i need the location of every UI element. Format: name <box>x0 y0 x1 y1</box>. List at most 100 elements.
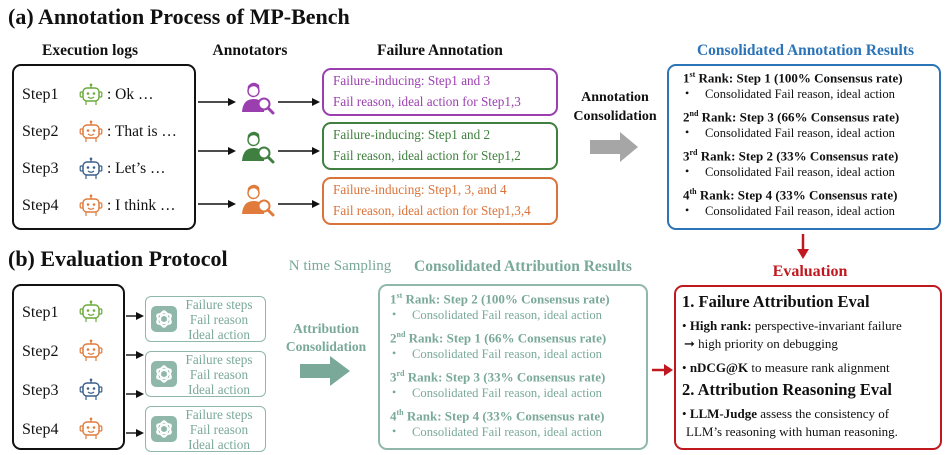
arrow-to-annotator <box>198 196 236 214</box>
step-label: Step3 <box>22 382 59 399</box>
step-label: Step1 <box>22 86 59 103</box>
failure-inducing-text: Failure-inducing: Step1, 3, and 4 <box>333 182 507 197</box>
consolidated-annotation-box <box>667 64 941 230</box>
arrow-icon: ➞ <box>684 336 695 351</box>
robot-icon <box>79 378 103 407</box>
rank-detail: Consolidated Fail reason, ideal action <box>705 165 895 179</box>
sample-box <box>145 351 266 397</box>
rank-text: Rank: Step 2 (33% Consensus rate) <box>697 148 899 164</box>
bullet-dot: • <box>685 203 690 217</box>
rank-detail: Consolidated Fail reason, ideal action <box>705 204 895 218</box>
failure-annotation-box <box>322 68 558 116</box>
failure-annotation-header: Failure Annotation <box>377 42 503 59</box>
annotator-icon <box>240 182 275 221</box>
annotation-consolidation-line2: Consolidation <box>573 109 657 124</box>
sample-line: Failure steps <box>185 407 253 422</box>
bullet-dot: • <box>392 424 397 438</box>
consolidated-attribution-header: Consolidated Attribution Results <box>414 258 632 275</box>
sample-line: Fail reason <box>189 312 249 327</box>
robot-icon <box>79 120 103 149</box>
rank-heading: 1st Rank: Step 2 (100% Consensus rate) <box>390 291 610 307</box>
rank-ordinal-suffix: nd <box>689 109 699 118</box>
step-message: : Ok … <box>107 86 154 103</box>
high-rank-continuation: ➞ high priority on debugging <box>684 336 838 352</box>
rank-heading: 4th Rank: Step 4 (33% Consensus rate) <box>390 408 604 424</box>
step-label: Step4 <box>22 197 59 214</box>
step-label: Step3 <box>22 160 59 177</box>
high-rank-term: High rank: <box>689 318 752 333</box>
sample-box <box>145 406 266 452</box>
evaluation-box <box>674 285 942 450</box>
llm-judge-term: LLM-Judge <box>689 406 757 421</box>
section-b-title: (b) Evaluation Protocol <box>8 246 228 271</box>
sample-line: Ideal action <box>188 382 250 397</box>
bullet-dot: • <box>392 385 397 399</box>
rank-ordinal: 3 <box>683 148 690 164</box>
chatgpt-icon <box>151 416 177 442</box>
red-right-arrow <box>652 364 673 376</box>
arrow-to-sampling <box>126 425 144 443</box>
arrow-to-annotation <box>278 143 320 161</box>
step-label: Step4 <box>22 421 59 438</box>
red-down-arrow <box>797 234 809 259</box>
chatgpt-icon <box>151 361 177 387</box>
step-message: : I think … <box>107 197 176 214</box>
robot-icon <box>79 157 103 186</box>
rank-ordinal: 4 <box>683 187 690 203</box>
annotator-icon <box>240 129 275 168</box>
high-rank-cont-text: high priority on debugging <box>698 336 838 351</box>
failure-attribution-eval-heading: 1. Failure Attribution Eval <box>682 292 870 311</box>
rank-ordinal-suffix: rd <box>689 148 698 157</box>
bullet-dot: • <box>685 164 690 178</box>
rank-ordinal: 3 <box>390 369 397 385</box>
llm-judge-bullet: • LLM-Judge assess the consistency of <box>682 406 890 421</box>
rank-heading: 3rd Rank: Step 3 (33% Consensus rate) <box>390 369 605 385</box>
sample-line: Ideal action <box>188 437 250 452</box>
rank-heading: 4th Rank: Step 4 (33% Consensus rate) <box>683 187 897 203</box>
ndcg-bullet: • nDCG@K to measure rank alignment <box>682 360 890 375</box>
attribution-consolidation-line2: Consolidation <box>285 339 367 354</box>
teal-arrow <box>300 356 350 386</box>
sample-line: Fail reason <box>189 367 249 382</box>
ndcg-text: to measure rank alignment <box>748 360 890 375</box>
rank-ordinal: 4 <box>390 408 397 424</box>
rank-detail: Consolidated Fail reason, ideal action <box>705 87 895 101</box>
sample-line: Fail reason <box>189 422 249 437</box>
rank-ordinal-suffix: st <box>396 291 403 300</box>
rank-text: Rank: Step 4 (33% Consensus rate) <box>696 187 898 203</box>
rank-text: Rank: Step 4 (33% Consensus rate) <box>403 408 605 424</box>
high-rank-text: perspective-invariant failure <box>751 318 902 333</box>
step-label: Step2 <box>22 123 59 140</box>
gray-arrow <box>590 132 638 162</box>
rank-ordinal: 2 <box>390 330 397 346</box>
sample-line: Failure steps <box>185 297 253 312</box>
section-a-title: (a) Annotation Process of MP-Bench <box>8 4 350 29</box>
attribution-reasoning-eval-heading: 2. Attribution Reasoning Eval <box>682 380 892 399</box>
bullet-dot: • <box>392 307 397 321</box>
failure-annotation-box <box>322 122 558 170</box>
rank-ordinal-suffix: th <box>396 408 404 417</box>
rank-detail: Consolidated Fail reason, ideal action <box>412 386 602 400</box>
llm-judge-continuation: LLM’s reasoning with human reasoning. <box>686 424 898 439</box>
step-message: : That is … <box>107 123 177 140</box>
attribution-consolidation-line1: Attribution <box>292 321 359 336</box>
rank-ordinal-suffix: rd <box>396 369 405 378</box>
eval-logs-box <box>12 284 125 450</box>
fail-reason-text: Fail reason, ideal action for Step1,3 <box>333 94 521 109</box>
rank-text: Rank: Step 3 (33% Consensus rate) <box>404 369 606 385</box>
rank-text: Rank: Step 1 (66% Consensus rate) <box>405 330 607 346</box>
rank-ordinal: 1 <box>683 70 690 86</box>
rank-text: Rank: Step 2 (100% Consensus rate) <box>402 291 610 307</box>
llm-judge-text: assess the consistency of <box>756 406 890 421</box>
bullet-dot: • <box>685 86 690 100</box>
arrow-to-sampling <box>126 386 144 404</box>
robot-icon <box>79 417 103 446</box>
arrow-to-annotation <box>278 196 320 214</box>
rank-text: Rank: Step 3 (66% Consensus rate) <box>698 109 900 125</box>
rank-ordinal: 2 <box>683 109 690 125</box>
evaluation-header: Evaluation <box>772 263 848 280</box>
